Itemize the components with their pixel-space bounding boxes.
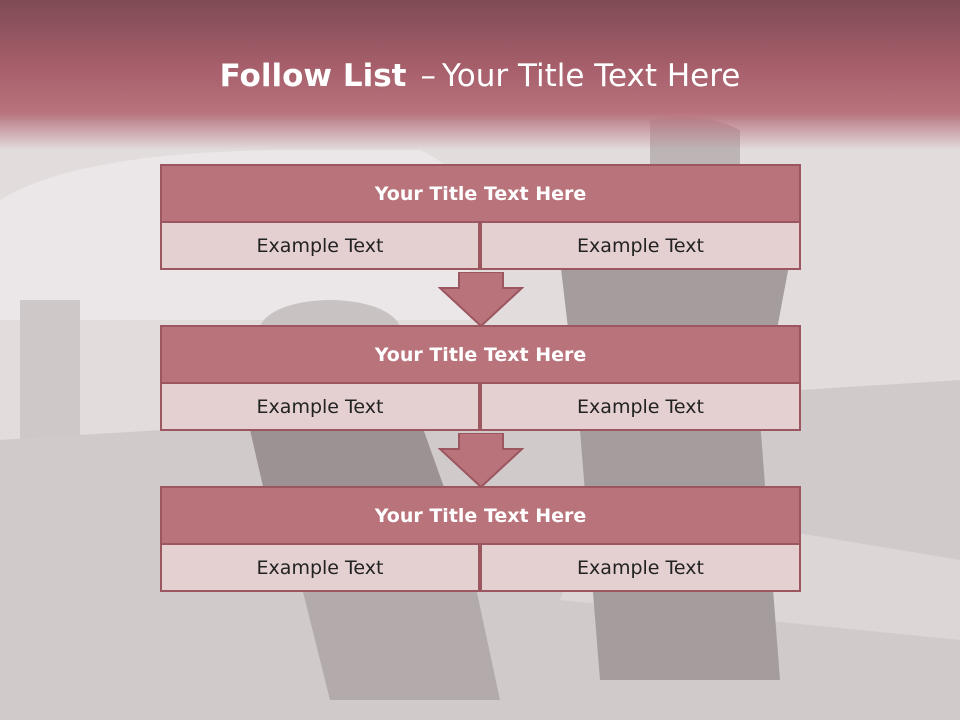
block-right-cell[interactable]: Example Text [480,221,801,270]
title-regular: Your Title Text Here [441,58,741,94]
block-left-cell[interactable]: Example Text [160,543,480,592]
title-bold: Follow List [219,58,407,94]
block-left-cell[interactable]: Example Text [160,221,480,270]
block-title[interactable]: Your Title Text Here [160,486,801,545]
block-title[interactable]: Your Title Text Here [160,325,801,384]
title-separator: – [420,58,436,94]
block-title[interactable]: Your Title Text Here [160,164,801,223]
block-right-cell[interactable]: Example Text [480,543,801,592]
down-arrow-icon [438,272,524,328]
block-left-cell[interactable]: Example Text [160,382,480,431]
down-arrow-icon [438,433,524,489]
header-band [0,0,960,150]
block-right-cell[interactable]: Example Text [480,382,801,431]
page-title: Follow List–Your Title Text Here [0,52,960,100]
